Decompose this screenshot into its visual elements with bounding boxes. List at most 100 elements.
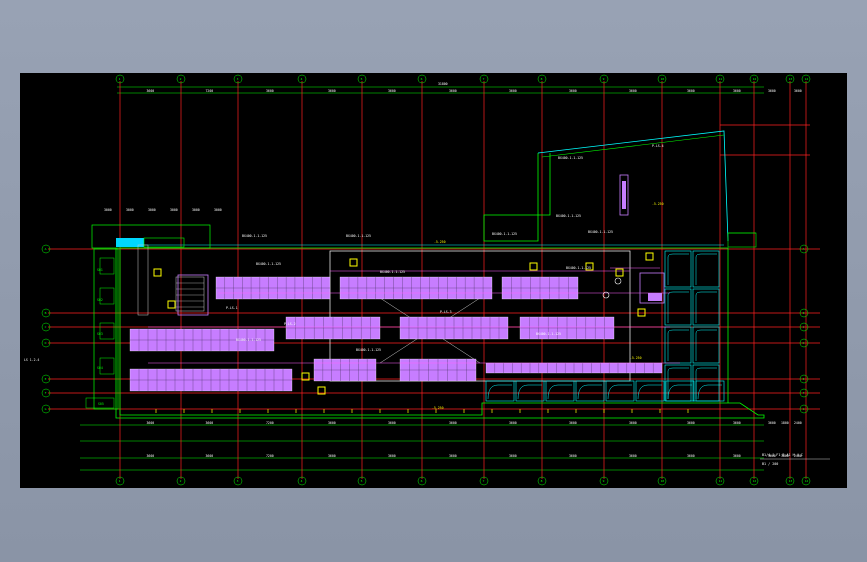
stair-flight [175, 276, 205, 312]
grid-bubble [657, 74, 667, 84]
level-tag: -5.250 [432, 406, 444, 410]
grid-bubble-label: 10 [661, 479, 665, 483]
equipment-banks [129, 274, 663, 392]
grid-bubble-label: C [803, 325, 805, 329]
chamber-inner [667, 384, 692, 400]
grid-bubble [41, 404, 51, 414]
grid-bubble [785, 476, 795, 486]
duct-tag: BX400-1.1-125 [236, 338, 261, 342]
grid-bubble [799, 308, 809, 318]
grid-bubble-label: 14 [805, 479, 809, 483]
fan-tag: P-LS-4 [652, 144, 664, 148]
top-dimension-label: 3600 [733, 89, 741, 93]
grid-bubble-label: 3 [237, 479, 239, 483]
duct-tag: BX400-1.1-125 [556, 214, 581, 218]
title-line-2: B1 / 200 [762, 462, 778, 466]
bottom-segment-labels: 3600360036003600720072003600360036003600… [147, 421, 802, 458]
top-dimension-label: 3600 [509, 89, 517, 93]
bottom-dimension-label: 3600 [206, 421, 214, 425]
grid-bubble-label: E [803, 377, 805, 381]
grid-bubble-label: 5 [361, 479, 363, 483]
room-tag: S05 [98, 402, 104, 406]
top-dimension-label: 3600 [328, 89, 336, 93]
water-tank [116, 238, 144, 247]
grid-bubble-label: 8 [541, 77, 543, 81]
top-dimension-label: 3600 [569, 89, 577, 93]
room-tag: S03 [97, 332, 103, 336]
chamber-inner [607, 384, 632, 400]
room-tag: S04 [97, 366, 103, 370]
title-block: B1/4-1 F1 B A1 H 4 C B1 / 200 [760, 453, 830, 466]
top-dimension-chain: 31800 [117, 82, 764, 94]
bottom-dimension-label: 3600 [509, 421, 517, 425]
grid-bubble-label: 2 [180, 479, 182, 483]
bottom-dimension-label: 1800 [781, 454, 789, 458]
level-tag: -5.250 [630, 356, 642, 360]
grid-bubble [233, 476, 243, 486]
chamber-inner [487, 384, 512, 400]
chamber-cell [575, 380, 605, 402]
equipment-marker [301, 372, 310, 381]
chamber-cell [664, 326, 692, 364]
upper-room-outline [483, 130, 757, 248]
grid-bubble-label: B [803, 311, 805, 315]
grid-bubble [715, 74, 725, 84]
chamber-cell [664, 364, 692, 402]
grid-bubble [233, 74, 243, 84]
equipment-marker [637, 308, 646, 317]
bottom-dimension-label: 3600 [629, 454, 637, 458]
room-tag: S02 [97, 298, 103, 302]
grid-bubble-label: 9 [603, 77, 605, 81]
bottom-dimension-label: 3600 [569, 454, 577, 458]
grid-bubble [801, 74, 811, 84]
grid-bubble-label: F [803, 391, 805, 395]
grid-bubble-label: 11 [719, 77, 723, 81]
grid-bubble [115, 74, 125, 84]
grid-bubble-label: C [45, 325, 47, 329]
bottom-dimension-label: 3600 [733, 421, 741, 425]
chamber-inner [695, 367, 717, 399]
grid-bubble-label: A [803, 247, 805, 251]
equipment-marker [349, 258, 358, 267]
grid-bubble-label: 7 [483, 479, 485, 483]
chamber-cell [664, 250, 692, 288]
grid-bubble-label: A [45, 247, 47, 251]
chamber-cell [485, 380, 515, 402]
grid-bubble [417, 476, 427, 486]
left-dimension-label: 3000 [170, 208, 178, 212]
grid-bubble-label: 9 [603, 479, 605, 483]
left-dimension-label: 3000 [126, 208, 134, 212]
duct-tag: BX400-1.1-125 [566, 266, 591, 270]
fan-tag: P-LS-1 [226, 306, 238, 310]
chamber-inner [547, 384, 572, 400]
grid-bubble-label: 3 [237, 77, 239, 81]
grid-bubble [41, 308, 51, 318]
equipment-marker [585, 262, 594, 271]
grid-bubble [799, 244, 809, 254]
bottom-dimension-label: 3600 [206, 454, 214, 458]
grid-bubble-label: 14 [805, 77, 809, 81]
grid-bubble [799, 338, 809, 348]
equipment-markers [153, 252, 689, 413]
bottom-dimension-label: 3600 [388, 421, 396, 425]
top-dimension-label: 3600 [388, 89, 396, 93]
duct-lines [148, 267, 680, 364]
top-dimension-label: 3600 [266, 89, 274, 93]
grid-bubble-label: 1 [119, 479, 121, 483]
grid-bubble-label: 8 [541, 479, 543, 483]
grid-bubble [715, 476, 725, 486]
grid-bubble [41, 388, 51, 398]
grid-bubble-label: 13 [789, 77, 793, 81]
left-dimension-label: 3000 [214, 208, 222, 212]
grid-bubble-label: 6 [421, 479, 423, 483]
chamber-cell [605, 380, 635, 402]
chamber-cell [692, 288, 720, 326]
top-dimension-label: 3600 [629, 89, 637, 93]
chamber-cell [692, 250, 720, 288]
chamber-cell [665, 380, 695, 402]
chamber-inner [667, 367, 689, 399]
level-tag: -5.250 [434, 240, 446, 244]
